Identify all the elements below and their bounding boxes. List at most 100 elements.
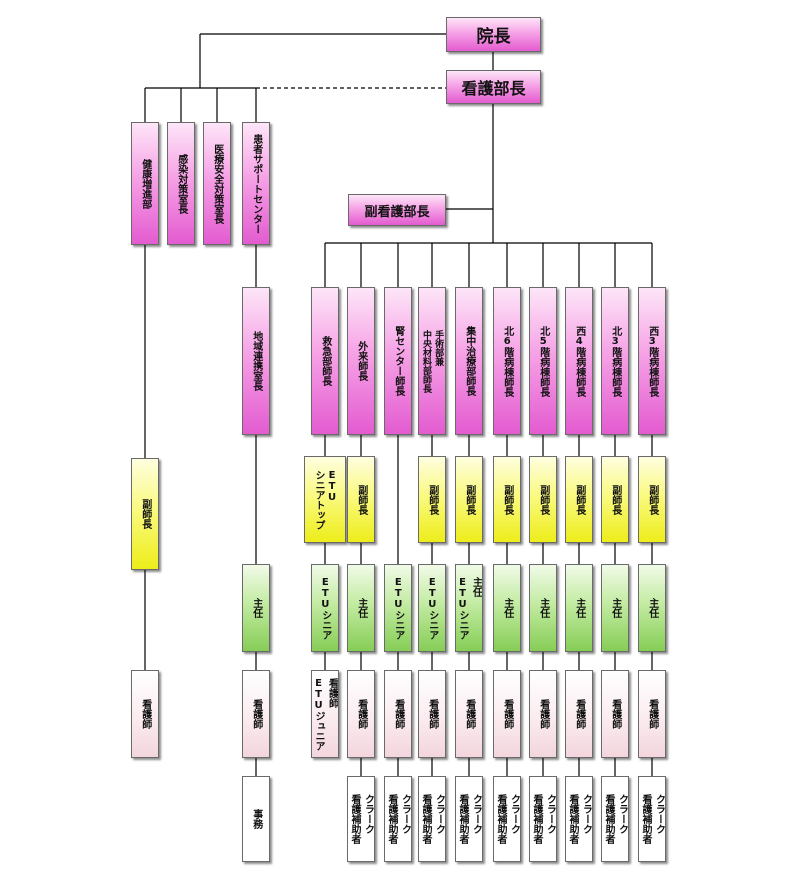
dept-head-north3: 北3階病棟師長 xyxy=(601,287,629,435)
deputy-label: 副師長 xyxy=(501,484,513,515)
north3-chief-box: 主任 xyxy=(601,564,629,652)
medical-safety-box: 医療安全対策室長 xyxy=(203,122,231,245)
emergency-senior-label: ETUシニア xyxy=(319,576,331,640)
dept-head-label: 西4階病棟師長 xyxy=(573,325,585,397)
regional-liaison-box: 地域連携室長 xyxy=(242,287,270,435)
dept-head-north5: 北5階病棟師長 xyxy=(529,287,557,435)
north3-nurse-box: 看護師 xyxy=(601,670,629,758)
dept-head-north6: 北6階病棟師長 xyxy=(493,287,521,435)
regional-liaison-label: 地域連携室長 xyxy=(250,331,262,391)
west3-chief-box: 主任 xyxy=(638,564,666,652)
deputy-label: 副師長 xyxy=(537,484,549,515)
west3-deputy-box: 副師長 xyxy=(638,456,666,543)
clerk-label: クラーク 看護補助者 xyxy=(349,794,374,844)
chief-label: 主任 xyxy=(573,598,585,618)
support-clerical-label: 事務 xyxy=(250,809,262,829)
north5-deputy-box: 副師長 xyxy=(529,456,557,543)
chief-label: 主任 xyxy=(355,598,367,618)
patient-support-box: 患者サポートセンター xyxy=(242,122,270,245)
west4-chief-box: 主任 xyxy=(565,564,593,652)
surgery-nurse-box: 看護師 xyxy=(418,670,446,758)
clerk-label: クラーク 看護補助者 xyxy=(567,794,592,844)
dept-head-label: 西3階病棟師長 xyxy=(646,325,658,397)
senior-label: ETUシニア xyxy=(426,576,438,640)
outpatient-clerk-box: クラーク 看護補助者 xyxy=(347,776,375,862)
west4-nurse-box: 看護師 xyxy=(565,670,593,758)
clerk-label: クラーク 看護補助者 xyxy=(531,794,556,844)
deputy-label: 副師長 xyxy=(573,484,585,515)
support-chief-label: 主任 xyxy=(250,598,262,618)
north6-clerk-box: クラーク 看護補助者 xyxy=(493,776,521,862)
health-promotion-box: 健康増進部 xyxy=(131,122,159,245)
emergency-senior-box: ETUシニア xyxy=(311,564,339,652)
dept-head-label: 北6階病棟師長 xyxy=(501,325,513,397)
deputy-label: 副師長 xyxy=(463,484,475,515)
health-nurse-box: 看護師 xyxy=(131,670,159,758)
dept-head-label: 外来師長 xyxy=(355,341,367,381)
north6-nurse-box: 看護師 xyxy=(493,670,521,758)
clerk-label: クラーク 看護補助者 xyxy=(640,794,665,844)
nurse-label: 看護師 xyxy=(646,699,658,729)
dept-head-label: 腎センター師長 xyxy=(392,326,404,396)
dept-head-label: 救急部師長 xyxy=(319,336,331,386)
dept-head-label: 北3階病棟師長 xyxy=(609,325,621,397)
patient-support-label: 患者サポートセンター xyxy=(250,133,262,234)
dept-head-kidney-center: 腎センター師長 xyxy=(384,287,412,435)
dept-head-west4: 西4階病棟師長 xyxy=(565,287,593,435)
deputy-director-label: 副看護部長 xyxy=(364,204,430,220)
nursing-director-box: 看護部長 xyxy=(446,70,541,104)
kidney-clerk-box: クラーク 看護補助者 xyxy=(384,776,412,862)
north5-nurse-box: 看護師 xyxy=(529,670,557,758)
surgery-senior-box: ETUシニア xyxy=(418,564,446,652)
west3-clerk-box: クラーク 看護補助者 xyxy=(638,776,666,862)
nurse-label: 看護師 xyxy=(463,699,475,729)
director-label: 院長 xyxy=(476,27,511,47)
north3-deputy-box: 副師長 xyxy=(601,456,629,543)
west4-clerk-box: クラーク 看護補助者 xyxy=(565,776,593,862)
infection-control-box: 感染対策室長 xyxy=(167,122,195,245)
dept-head-label: 手術部兼 中央材料部師長 xyxy=(421,329,444,393)
health-promotion-label: 健康増進部 xyxy=(139,158,151,209)
deputy-label: 副師長 xyxy=(646,484,658,515)
clerk-label: クラーク 看護補助者 xyxy=(420,794,445,844)
health-deputy-label: 副師長 xyxy=(139,499,151,529)
deputy-label: 副師長 xyxy=(426,484,438,515)
clerk-label: クラーク 看護補助者 xyxy=(603,794,628,844)
deputy-label: 副師長 xyxy=(609,484,621,515)
chief-senior-label: 主任 ETUシニア xyxy=(457,576,482,640)
icu-nurse-box: 看護師 xyxy=(455,670,483,758)
outpatient-chief-box: 主任 xyxy=(347,564,375,652)
support-nurse-label: 看護師 xyxy=(250,699,262,729)
support-chief-box: 主任 xyxy=(242,564,270,652)
north6-chief-box: 主任 xyxy=(493,564,521,652)
nurse-label: 看護師 xyxy=(355,699,367,729)
nurse-label: 看護師 xyxy=(573,699,585,729)
dept-head-west3: 西3階病棟師長 xyxy=(638,287,666,435)
deputy-label: 副師長 xyxy=(355,484,367,515)
outpatient-deputy-box: 副師長 xyxy=(347,456,375,543)
surgery-clerk-box: クラーク 看護補助者 xyxy=(418,776,446,862)
dept-head-label: 集中治療部師長 xyxy=(463,326,475,396)
emergency-nurse-box: 看護師 ETUジュニア xyxy=(311,670,339,758)
emergency-senior-top-label: ETU シニアトップ xyxy=(313,469,338,530)
health-deputy-box: 副師長 xyxy=(131,458,159,570)
clerk-label: クラーク 看護補助者 xyxy=(386,794,411,844)
kidney-senior-box: ETUシニア xyxy=(384,564,412,652)
director-box: 院長 xyxy=(446,17,541,52)
west3-nurse-box: 看護師 xyxy=(638,670,666,758)
icu-clerk-box: クラーク 看護補助者 xyxy=(455,776,483,862)
kidney-nurse-box: 看護師 xyxy=(384,670,412,758)
dept-head-label: 北5階病棟師長 xyxy=(537,325,549,397)
north5-chief-box: 主任 xyxy=(529,564,557,652)
nurse-label: 看護師 xyxy=(609,699,621,729)
dept-head-emergency: 救急部師長 xyxy=(311,287,339,435)
chief-label: 主任 xyxy=(537,598,549,618)
nursing-director-label: 看護部長 xyxy=(461,79,526,98)
deputy-director-box: 副看護部長 xyxy=(348,194,446,226)
emergency-senior-top-box: ETU シニアトップ xyxy=(304,456,346,543)
outpatient-nurse-box: 看護師 xyxy=(347,670,375,758)
north6-deputy-box: 副師長 xyxy=(493,456,521,543)
chief-label: 主任 xyxy=(609,598,621,618)
support-nurse-box: 看護師 xyxy=(242,670,270,758)
